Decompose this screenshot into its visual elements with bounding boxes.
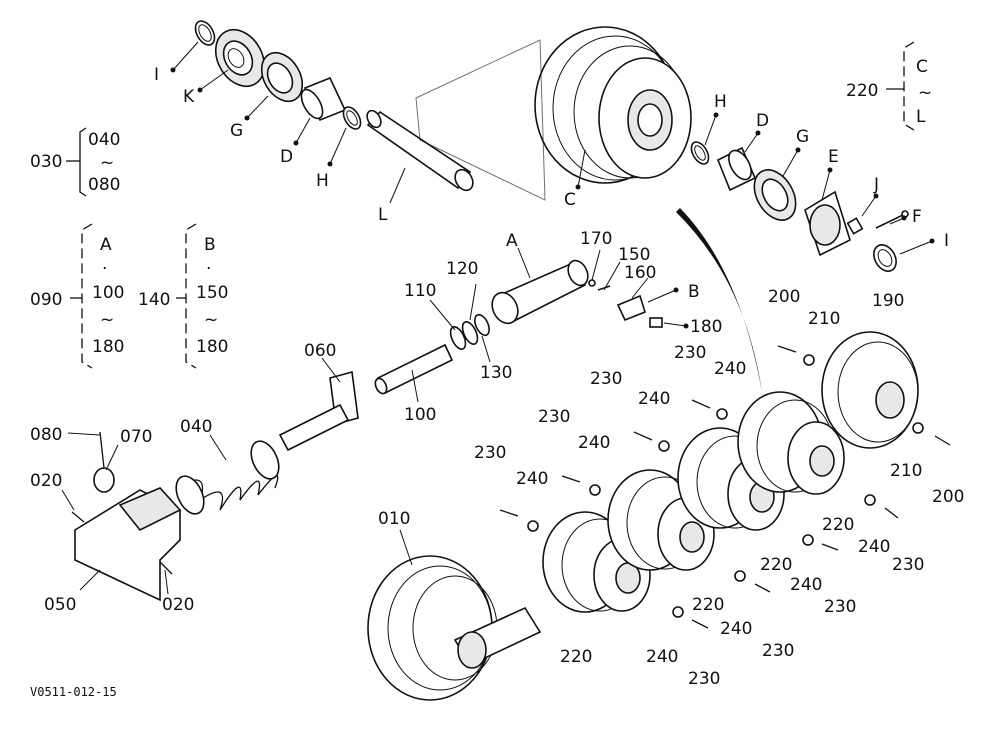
callout-240-f: 240	[858, 537, 890, 557]
callout-070: 070	[120, 427, 152, 447]
callout-230-d: 230	[474, 443, 506, 463]
callout-200-right: 200	[932, 487, 964, 507]
callout-210-right: 210	[890, 461, 922, 481]
group-030-tilde: ~	[100, 153, 114, 173]
group-030-from: 040	[88, 130, 120, 150]
callout-i-right: I	[944, 231, 949, 251]
group-140-ref: 140	[138, 290, 170, 310]
callout-leaders	[61, 41, 935, 595]
group-030-to: 080	[88, 175, 120, 195]
idler-exploded-parts	[194, 20, 909, 392]
callout-230-a: 230	[674, 343, 706, 363]
callout-170: 170	[580, 229, 612, 249]
callout-a: A	[506, 231, 518, 251]
group-140-a: B	[204, 235, 216, 255]
callout-240-c: 240	[578, 433, 610, 453]
callout-040: 040	[180, 417, 212, 437]
callout-240-h: 240	[720, 619, 752, 639]
callout-100: 100	[404, 405, 436, 425]
callout-220-c: 220	[692, 595, 724, 615]
callout-080: 080	[30, 425, 62, 445]
callout-f: F	[912, 207, 922, 227]
callout-050: 050	[44, 595, 76, 615]
callout-210-top: 210	[808, 309, 840, 329]
group-030-ref: 030	[30, 152, 62, 172]
group-140: 140 B · 150 ~ 180	[138, 223, 228, 369]
callout-230-g: 230	[824, 597, 856, 617]
bolts-washers	[499, 345, 951, 629]
callout-e: E	[828, 147, 839, 167]
callout-160: 160	[624, 263, 656, 283]
group-090-tilde: ~	[100, 310, 114, 330]
callout-g-right: G	[796, 127, 809, 147]
tension-cylinder-parts	[71, 259, 663, 602]
group-090-a: A	[100, 235, 112, 255]
group-030: 030 040 ~ 080	[30, 127, 120, 197]
group-140-to: 180	[196, 337, 228, 357]
track-rollers	[542, 331, 919, 613]
callout-020-left: 020	[30, 471, 62, 491]
group-220: 220 C ~ L	[846, 41, 932, 131]
callout-120: 120	[446, 259, 478, 279]
callout-230-h: 230	[762, 641, 794, 661]
callout-130: 130	[480, 363, 512, 383]
group-090-to: 180	[92, 337, 124, 357]
callout-d-right: D	[756, 111, 769, 131]
callout-l: L	[378, 205, 388, 225]
callout-h-top: H	[316, 171, 329, 191]
group-220-to: L	[916, 107, 926, 127]
callout-200-top: 200	[768, 287, 800, 307]
callout-c: C	[564, 190, 576, 210]
callout-060: 060	[304, 341, 336, 361]
group-220-tilde: ~	[918, 83, 932, 103]
group-140-tilde: ~	[204, 310, 218, 330]
group-140-dot: ·	[206, 259, 211, 279]
callout-150: 150	[618, 245, 650, 265]
callout-240-d: 240	[516, 469, 548, 489]
group-220-a: C	[916, 57, 928, 77]
callout-010: 010	[378, 509, 410, 529]
callout-i-top: I	[154, 65, 159, 85]
drawing-code: V0511-012-15	[30, 685, 117, 699]
callout-230-c: 230	[538, 407, 570, 427]
callout-220-b: 220	[760, 555, 792, 575]
callout-240-i: 240	[646, 647, 678, 667]
callout-j: J	[873, 175, 879, 195]
callout-d-top: D	[280, 147, 293, 167]
callout-h-right: H	[714, 92, 727, 112]
callout-240-a: 240	[714, 359, 746, 379]
group-140-from: 150	[196, 283, 228, 303]
callout-220-a: 220	[822, 515, 854, 535]
callout-240-g: 240	[790, 575, 822, 595]
callout-b: B	[688, 282, 700, 302]
callout-110: 110	[404, 281, 436, 301]
callout-020-bottom: 020	[162, 595, 194, 615]
idler-010	[367, 555, 542, 701]
callout-240-b: 240	[638, 389, 670, 409]
group-220-ref: 220	[846, 81, 878, 101]
callout-g-top: G	[230, 121, 243, 141]
group-090-ref: 090	[30, 290, 62, 310]
callout-220-d: 220	[560, 647, 592, 667]
callout-180: 180	[690, 317, 722, 337]
callout-labels: I K G D H L C H D G E J F I A 170 150 16…	[30, 65, 964, 689]
group-090-dot: ·	[102, 259, 107, 279]
callout-190: 190	[872, 291, 904, 311]
callout-230-b: 230	[590, 369, 622, 389]
callout-230-i: 230	[688, 669, 720, 689]
group-090: 090 A · 100 ~ 180	[30, 223, 124, 369]
callout-k: K	[183, 87, 195, 107]
group-090-from: 100	[92, 283, 124, 303]
callout-230-f: 230	[892, 555, 924, 575]
